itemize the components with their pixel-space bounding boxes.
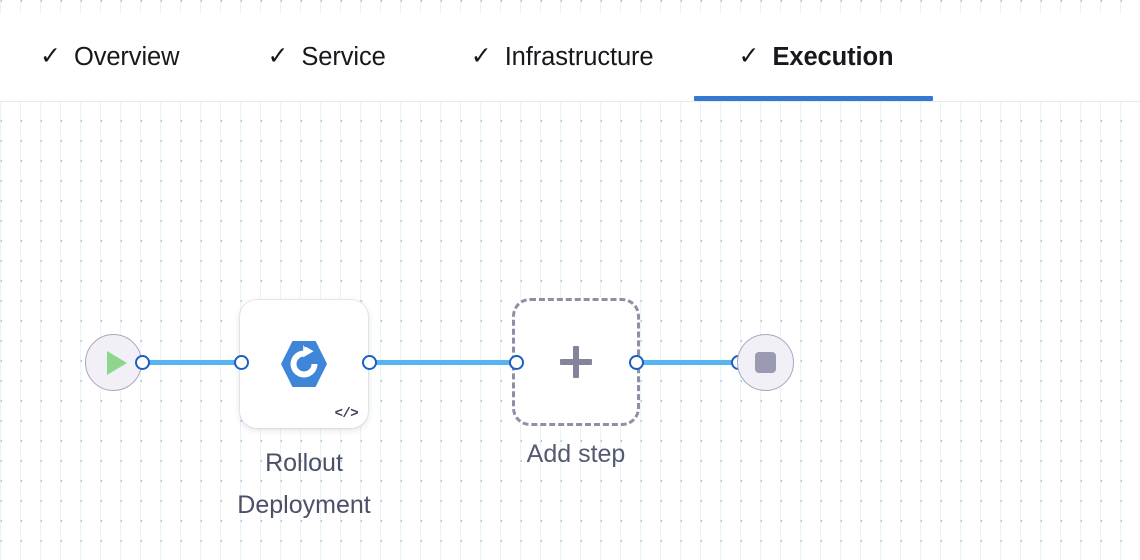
step-label-line-1: Rollout [265,449,343,477]
connector-handle-rollout-output[interactable] [362,355,377,370]
edge-start-to-rollout[interactable] [139,360,245,365]
pipeline-tab-list: ✓ Overview ✓ Service ✓ Infrastructure ✓ … [0,14,934,101]
step-node-rollout-deployment[interactable]: </> [240,300,368,428]
check-icon: ✓ [267,42,289,70]
check-icon: ✓ [738,42,760,70]
add-step-label: Add step [526,440,626,468]
tab-execution[interactable]: ✓ Execution [693,14,934,101]
pipeline-start-node[interactable] [85,334,142,391]
check-icon: ✓ [470,42,492,70]
tab-service-label: Service [301,43,386,71]
pipeline-tab-header: ✓ Overview ✓ Service ✓ Infrastructure ✓ … [0,14,1140,102]
connector-handle-start-output[interactable] [135,355,150,370]
tab-underline [426,96,694,101]
tab-overview-label: Overview [73,43,180,71]
tab-underline [0,96,219,101]
add-step-node[interactable] [512,298,640,426]
stop-icon [755,352,776,373]
connector-handle-addstep-output[interactable] [629,355,644,370]
step-node-rollout-deployment-label: Rollout Deployment [201,442,407,526]
edge-addstep-to-end[interactable] [634,360,742,365]
play-icon [106,350,127,375]
connector-handle-addstep-input[interactable] [509,355,524,370]
execution-flow-canvas[interactable]: </> Rollout Deployment Add step [0,102,1140,560]
tab-infrastructure-label: Infrastructure [504,43,654,71]
tab-service[interactable]: ✓ Service [219,14,425,101]
code-badge-icon[interactable]: </> [334,406,359,422]
check-icon: ✓ [40,42,61,70]
tab-execution-label: Execution [772,43,894,71]
plus-icon [560,346,592,378]
connector-handle-rollout-input[interactable] [234,355,249,370]
rollout-deployment-icon [281,341,327,387]
step-label-line-2: Deployment [237,491,371,519]
tab-active-underline [693,96,934,101]
tab-underline [219,96,425,101]
edge-rollout-to-addstep[interactable] [366,360,520,365]
tab-overview[interactable]: ✓ Overview [0,14,219,101]
tab-infrastructure[interactable]: ✓ Infrastructure [426,14,694,101]
pipeline-end-node[interactable] [737,334,794,391]
